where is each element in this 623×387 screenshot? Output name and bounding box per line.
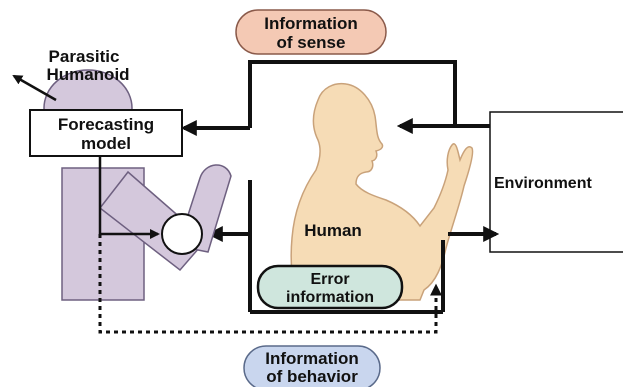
human-figure [290,82,474,301]
humanoid-label-line2: Humanoid [46,65,129,84]
forecasting-model-box [29,109,183,157]
joint-circle [161,213,203,255]
error-pill [256,264,404,310]
behavior-label-line1: Information [265,349,359,368]
sense-label-line2: of sense [277,33,346,52]
environment-label: Environment [494,175,592,192]
error-label-line1: Error [310,271,349,288]
sense-label-line1: Information [264,14,358,33]
error-label-line2: information [286,289,374,306]
behavior-label-line2: of behavior [266,367,358,386]
sense-loop-frame [248,60,457,128]
parasitic-humanoid-figure [43,69,232,301]
humanoid-label-line1: Parasitic [49,47,120,66]
human-label: Human [304,221,362,240]
environment-box [489,111,623,253]
sense-pill [235,9,387,55]
forecast-label-line2: model [81,134,131,153]
humanoid-outward-arrow [12,74,57,102]
forecast-label-line1: Forecasting [58,115,154,134]
behavior-pill [243,345,381,387]
behavior-feedback-dotted-line [98,234,442,334]
